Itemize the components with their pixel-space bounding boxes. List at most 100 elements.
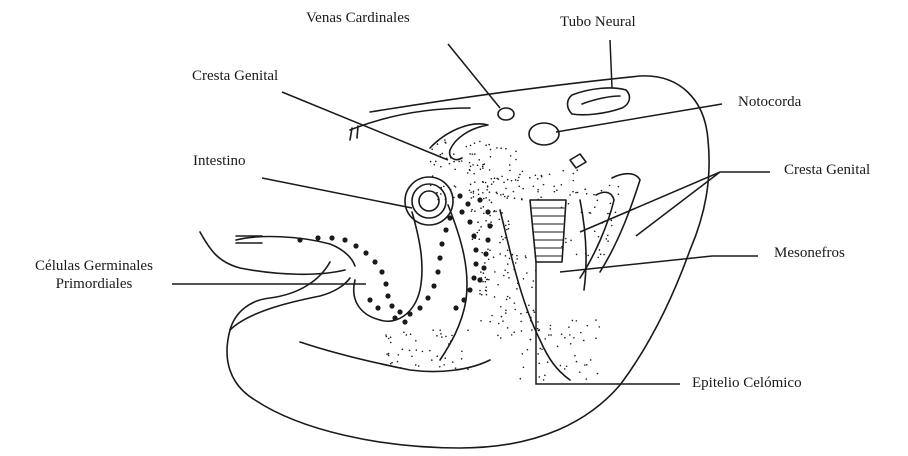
stipple-dot xyxy=(482,166,484,168)
stipple-dot xyxy=(504,196,506,198)
stipple-dot xyxy=(470,197,472,199)
stipple-dot xyxy=(489,215,491,217)
stipple-dot xyxy=(507,250,509,252)
stipple-dot xyxy=(496,147,498,149)
germ-cell xyxy=(453,305,458,310)
stipple-dot xyxy=(486,294,488,296)
stipple-dot xyxy=(478,159,480,161)
stipple-dot xyxy=(594,231,596,233)
stipple-dot xyxy=(390,342,392,344)
stipple-dot xyxy=(549,173,551,175)
stipple-dot xyxy=(593,194,595,196)
stipple-dot xyxy=(494,210,496,212)
stipple-dot xyxy=(472,153,474,155)
germ-cell xyxy=(485,237,490,242)
germ-cell xyxy=(389,303,394,308)
stipple-dot xyxy=(572,173,574,175)
stipple-dot xyxy=(499,242,501,244)
label-intestino: Intestino xyxy=(193,152,246,170)
label-celulas-germinales-line1: Células Germinales xyxy=(4,257,184,275)
stipple-dot xyxy=(515,151,517,153)
stipple-dot xyxy=(482,167,484,169)
germ-cell xyxy=(461,297,466,302)
stipple-dot xyxy=(445,336,447,338)
stipple-dot xyxy=(543,184,545,186)
stipple-dot xyxy=(609,213,611,215)
stipple-dot xyxy=(440,187,442,189)
stipple-dot xyxy=(526,272,528,274)
stipple-dot xyxy=(479,238,481,240)
stipple-dot xyxy=(470,184,472,186)
stipple-dot xyxy=(422,351,424,353)
stipple-dot xyxy=(474,181,476,183)
stipple-dot xyxy=(522,171,524,173)
stipple-dot xyxy=(575,192,577,194)
stipple-dot xyxy=(460,195,462,197)
stipple-dot xyxy=(453,197,455,199)
stipple-dot xyxy=(484,277,486,279)
stipple-dot xyxy=(508,228,510,230)
stipple-dot xyxy=(506,229,508,231)
stipple-dot xyxy=(450,157,452,159)
stipple-dot xyxy=(537,199,539,201)
stipple-dot xyxy=(483,272,485,274)
stipple-dot xyxy=(566,365,568,367)
stipple-dot xyxy=(430,185,432,187)
stipple-dot xyxy=(466,146,468,148)
stipple-dot xyxy=(484,262,486,264)
stipple-dot xyxy=(433,164,435,166)
stipple-dot xyxy=(560,365,562,367)
stipple-dot xyxy=(530,339,532,341)
stipple-dot xyxy=(454,168,456,170)
germ-cell xyxy=(397,309,402,314)
stipple-dot xyxy=(517,180,519,182)
stipple-dot xyxy=(402,349,404,351)
stipple-dot xyxy=(599,326,601,328)
stipple-dot xyxy=(467,172,469,174)
stipple-dot xyxy=(444,357,446,359)
stipple-dot xyxy=(510,155,512,157)
mesonephros-tubule xyxy=(530,200,566,262)
stipple-dot xyxy=(534,311,536,313)
stipple-dot xyxy=(488,144,490,146)
stipple-dot xyxy=(521,199,523,201)
stipple-dot xyxy=(572,191,574,193)
label-epitelio-celomico: Epitelio Celómico xyxy=(692,374,802,392)
stipple-dot xyxy=(528,304,530,306)
stipple-dot xyxy=(455,367,457,369)
germ-cell xyxy=(467,287,472,292)
stipple-dot xyxy=(561,246,563,248)
stipple-dot xyxy=(504,269,506,271)
stipple-dot xyxy=(523,366,525,368)
stipple-dot xyxy=(550,334,552,336)
stipple-dot xyxy=(473,196,475,198)
stipple-dot xyxy=(502,320,504,322)
stipple-dot xyxy=(388,353,390,355)
body-wall-ventral xyxy=(300,342,490,372)
stipple-dot xyxy=(478,189,480,191)
stipple-dot xyxy=(482,281,484,283)
label-celulas-germinales: Células Germinales Primordiales xyxy=(4,257,184,293)
stipple-dot xyxy=(498,219,500,221)
stipple-dot xyxy=(505,310,507,312)
stipple-dot xyxy=(397,361,399,363)
stipple-dot xyxy=(501,236,503,238)
stipple-dot xyxy=(520,321,522,323)
germ-cell xyxy=(367,297,372,302)
stipple-dot xyxy=(483,163,485,165)
stipple-dot xyxy=(493,181,495,183)
stipple-dot xyxy=(416,349,418,351)
stipple-dot xyxy=(522,353,524,355)
stipple-dot xyxy=(496,178,498,180)
stipple-dot xyxy=(491,183,493,185)
stipple-dot xyxy=(518,177,520,179)
stipple-dot xyxy=(440,193,442,195)
stipple-dot xyxy=(505,255,507,257)
germ-cell xyxy=(392,315,397,320)
stipple-dot xyxy=(478,194,480,196)
stipple-dot xyxy=(505,148,507,150)
stipple-dot xyxy=(471,210,473,212)
germ-cell xyxy=(329,235,334,240)
notochord xyxy=(529,123,559,145)
stipple-dot xyxy=(467,329,469,331)
